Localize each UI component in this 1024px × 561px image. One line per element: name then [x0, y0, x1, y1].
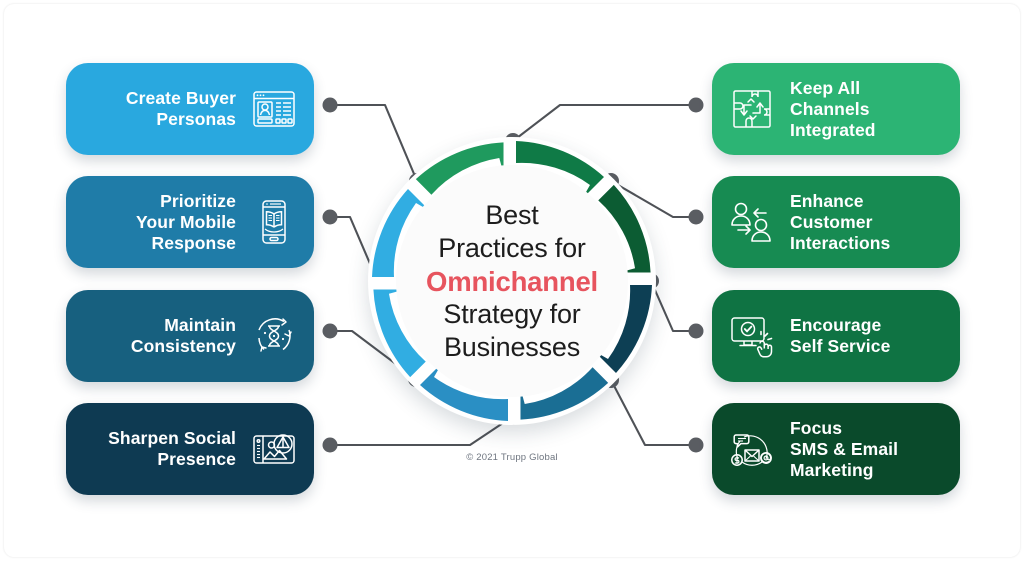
puzzle-arrows-icon — [724, 81, 780, 137]
ring-segment-6 — [420, 363, 508, 421]
card-label: Keep All Channels Integrated — [790, 77, 876, 140]
card-create-buyer-personas[interactable]: Create Buyer Personas — [66, 63, 314, 155]
ring-segment-2 — [516, 141, 604, 199]
photo-gallery-icon — [246, 421, 302, 477]
card-label: Create Buyer Personas — [125, 88, 236, 129]
center-line-4: Businesses — [443, 331, 581, 362]
ring-segment-4 — [594, 285, 652, 373]
card-prioritize-your-mobile-response[interactable]: Prioritize Your Mobile Response — [66, 176, 314, 268]
email-chat-money-icon — [724, 421, 780, 477]
card-label: Enhance Customer Interactions — [790, 190, 891, 253]
center-highlight-word: Omnichannel — [426, 265, 598, 297]
monitor-click-icon — [724, 308, 780, 364]
card-label: Focus SMS & Email Marketing — [790, 417, 899, 480]
hourglass-refresh-icon — [246, 308, 302, 364]
card-encourage-self-service[interactable]: Encourage Self Service — [712, 290, 960, 382]
ring-segment-3 — [598, 184, 651, 273]
center-line-1: Best — [485, 199, 539, 230]
card-keep-all-channels-integrated[interactable]: Keep All Channels Integrated — [712, 63, 960, 155]
profile-card-icon — [246, 81, 302, 137]
center-line-3: Strategy for — [443, 298, 581, 329]
card-label: Maintain Consistency — [130, 315, 236, 356]
ring-segment-1 — [415, 142, 504, 195]
card-label: Encourage Self Service — [790, 315, 891, 356]
ring-segment-group — [372, 141, 652, 421]
mobile-book-icon — [246, 194, 302, 250]
card-focus-sms-email-marketing[interactable]: Focus SMS & Email Marketing — [712, 403, 960, 495]
center-line-2: Practices for — [438, 232, 586, 263]
wheel-ring-segments — [372, 141, 652, 421]
card-enhance-customer-interactions[interactable]: Enhance Customer Interactions — [712, 176, 960, 268]
two-people-exchange-icon — [724, 194, 780, 250]
ring-segment-7 — [373, 289, 426, 378]
ring-segment-8 — [372, 189, 430, 277]
copyright-notice: © 2021 Trupp Global — [466, 452, 558, 463]
card-maintain-consistency[interactable]: Maintain Consistency — [66, 290, 314, 382]
ring-segment-5 — [520, 367, 609, 420]
card-label: Prioritize Your Mobile Response — [136, 190, 236, 253]
card-sharpen-social-presence[interactable]: Sharpen Social Presence — [66, 403, 314, 495]
card-label: Sharpen Social Presence — [108, 428, 236, 469]
